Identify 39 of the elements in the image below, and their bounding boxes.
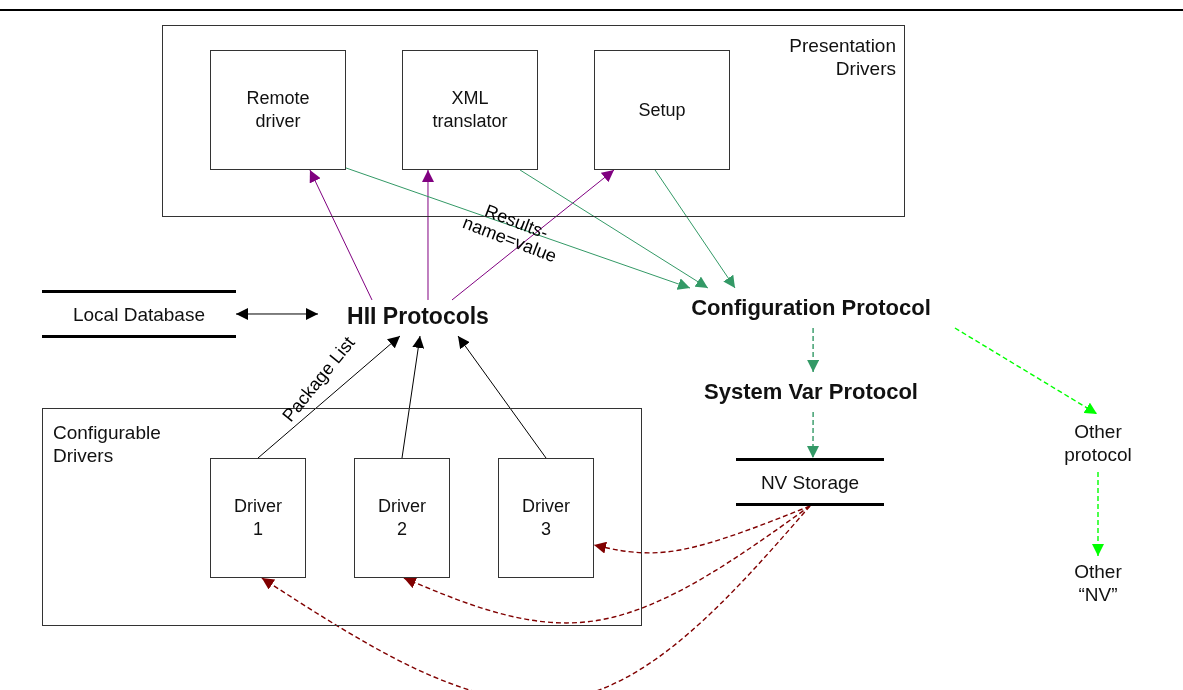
process-box [498,458,594,578]
group-heading: Configurable Drivers [53,421,162,467]
datastore-shape [42,290,236,338]
arrow [519,169,709,289]
box-label: Driver 2 [377,495,427,541]
arrow [807,327,820,373]
arrow [422,169,434,301]
arrow [593,505,811,554]
box-label: Local Database [71,302,206,326]
arrow [257,335,401,459]
box-label: Remote driver [245,87,311,133]
process-box [210,50,346,170]
protocol-label: Configuration Protocol [690,294,932,322]
arrow [235,308,319,320]
box-label: XML translator [431,87,509,133]
protocol-label: Other protocol [1063,420,1133,466]
box-label: NV Storage [759,470,861,494]
process-box [354,458,450,578]
arrow [345,167,691,290]
arrow [1092,471,1104,557]
arrow [261,505,811,690]
process-box [594,50,730,170]
box-label: Setup [637,98,687,122]
arrow [309,169,373,301]
box-label: Driver 1 [233,495,283,541]
box-label: Driver 3 [521,495,571,541]
arrow [403,505,811,624]
protocol-label: Other “NV” [1073,560,1123,606]
arrow [451,169,615,301]
arrow [807,411,819,459]
arrow [654,169,736,289]
process-box [402,50,538,170]
process-box [210,458,306,578]
datastore-shape [736,458,884,506]
protocol-label: System Var Protocol [703,378,919,406]
arrow [954,327,1098,415]
group-heading: Presentation Drivers [788,34,896,80]
arrow [401,335,425,459]
arrow [457,335,547,459]
